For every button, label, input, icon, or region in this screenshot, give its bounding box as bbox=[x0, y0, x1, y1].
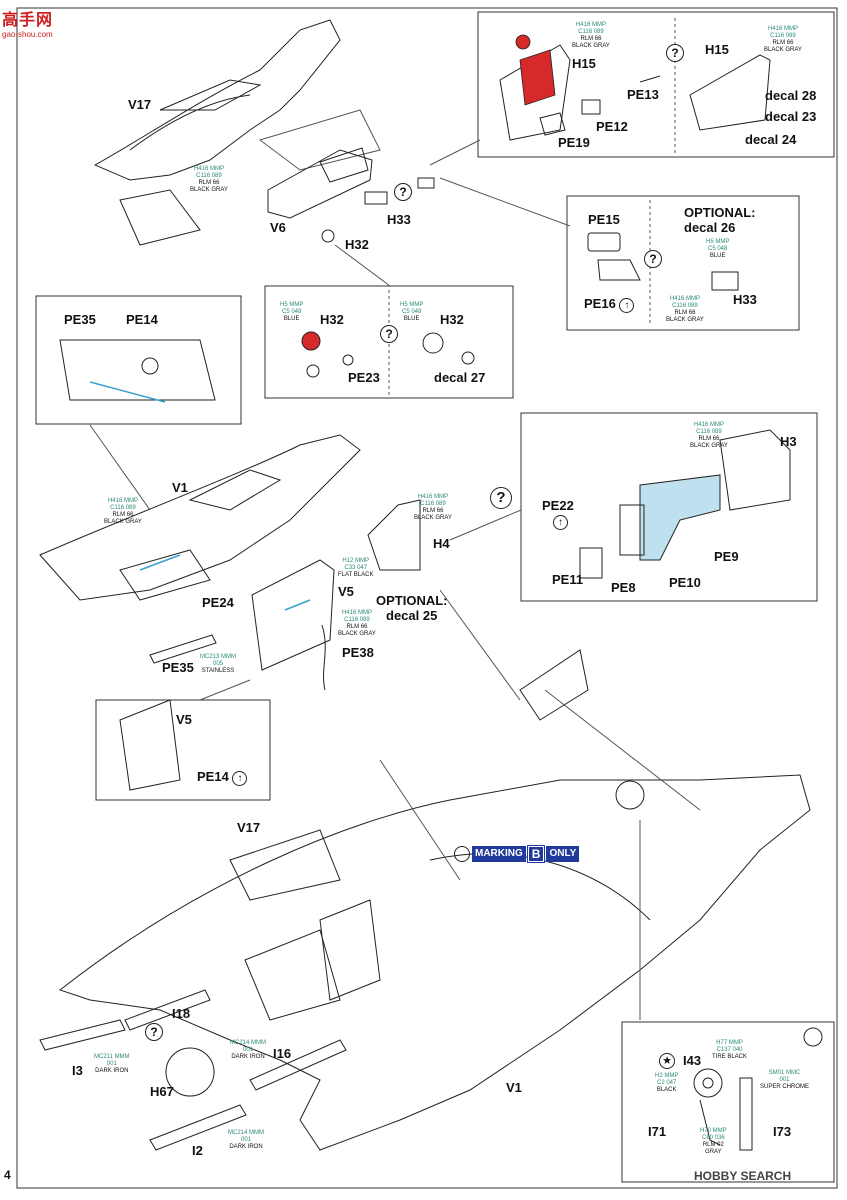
part-label-decal-24: decal 24 bbox=[745, 132, 797, 147]
part-label-v1: V1 bbox=[172, 480, 188, 495]
part-label-decal-23: decal 23 bbox=[765, 109, 817, 124]
site-logo-text: 高手网 bbox=[2, 12, 54, 29]
part-label-pe24: PE24 bbox=[202, 595, 234, 610]
paint-ref: MC214 MMM 001 DARK IRON bbox=[230, 1040, 267, 1060]
part-label-optional: OPTIONAL: bbox=[376, 593, 448, 608]
paint-ref: H70 MMP C60 036 RLM 02 GRAY bbox=[700, 1128, 727, 1155]
part-label-pe22: PE22 bbox=[542, 498, 574, 513]
part-label-pe8: PE8 bbox=[611, 580, 636, 595]
marking-prefix: MARKING bbox=[472, 846, 526, 862]
paint-ref: H416 MMP C116 089 RLM 66 BLACK GRAY bbox=[414, 494, 452, 521]
optional-step-icon: ? bbox=[490, 487, 512, 509]
site-logo: 高手网 gao-shou.com bbox=[2, 6, 94, 40]
part-label-h33: H33 bbox=[387, 212, 411, 227]
part-label-v5: V5 bbox=[176, 712, 192, 727]
part-label-v6: V6 bbox=[270, 220, 286, 235]
paint-ref: H416 MMP C116 089 RLM 66 BLACK GRAY bbox=[572, 22, 610, 49]
part-label-pe35: PE35 bbox=[64, 312, 96, 327]
part-label-v17: V17 bbox=[237, 820, 261, 835]
part-label-h33: H33 bbox=[733, 292, 757, 307]
marking-b-only-badge: MARKING B ONLY bbox=[454, 845, 580, 863]
marking-suffix: ONLY bbox=[546, 846, 580, 862]
part-label-pe35: PE35 bbox=[162, 660, 194, 675]
part-label-i71: I71 bbox=[648, 1124, 667, 1139]
part-label-v1: V1 bbox=[506, 1080, 522, 1095]
paint-ref: H416 MMP C116 089 RLM 66 BLACK GRAY bbox=[104, 498, 142, 525]
site-logo-url: gao-shou.com bbox=[2, 30, 53, 39]
part-label-pe11: PE11 bbox=[552, 572, 584, 587]
part-label-i73: I73 bbox=[773, 1124, 792, 1139]
part-label-h15: H15 bbox=[705, 42, 729, 57]
paint-ref: MC213 MMM 005 STAINLESS bbox=[200, 654, 237, 674]
bend-up-icon: ↑ bbox=[619, 298, 635, 313]
part-label-pe19: PE19 bbox=[558, 135, 590, 150]
part-label-pe38: PE38 bbox=[342, 645, 374, 660]
paint-ref: H416 MMP C116 089 RLM 66 BLACK GRAY bbox=[190, 166, 228, 193]
optional-step-icon: ? bbox=[394, 183, 412, 201]
part-label-decal-25: decal 25 bbox=[386, 608, 438, 623]
paint-ref: H5 MMP C5 048 BLUE bbox=[280, 302, 304, 322]
star-symbol-icon: ★ bbox=[659, 1053, 675, 1069]
part-label-i43: I43 bbox=[683, 1053, 702, 1068]
page-number: 4 bbox=[4, 1168, 11, 1182]
bend-up-icon: ↑ bbox=[232, 771, 248, 786]
paint-brush-icon bbox=[454, 846, 470, 862]
part-label-pe16: PE16 ↑ bbox=[584, 296, 635, 313]
instrument-panel-v6 bbox=[267, 149, 373, 219]
paint-ref: H416 MMP C116 089 RLM 66 BLACK GRAY bbox=[764, 26, 802, 53]
paint-ref: SM01 MMC 001 SUPER CHROME bbox=[760, 1070, 810, 1090]
pe14-text: PE14 bbox=[197, 769, 229, 784]
fuselage-lower bbox=[58, 774, 811, 1151]
part-label-i18: I18 bbox=[172, 1006, 191, 1021]
bend-up-icon: ↑ bbox=[553, 515, 568, 530]
part-label-h15: H15 bbox=[572, 56, 596, 71]
part-label-pe10: PE10 bbox=[669, 575, 701, 590]
paint-ref: H5 MMP C5 048 BLUE bbox=[400, 302, 424, 322]
part-label-i3: I3 bbox=[72, 1063, 83, 1078]
part-label-pe14: PE14 ↑ bbox=[197, 769, 248, 786]
part-label-pe14: PE14 bbox=[126, 312, 158, 327]
paint-ref: H416 MMP C116 089 RLM 66 BLACK GRAY bbox=[690, 422, 728, 449]
part-label-i2: I2 bbox=[192, 1143, 203, 1158]
part-label-optional: OPTIONAL: bbox=[684, 205, 756, 220]
part-label-i16: I16 bbox=[273, 1046, 292, 1061]
part-label-h67: H67 bbox=[150, 1084, 174, 1099]
paint-ref: H12 MMP C33 047 FLAT BLACK bbox=[338, 558, 374, 578]
optional-step-icon: ? bbox=[644, 250, 662, 268]
part-label-h32: H32 bbox=[345, 237, 369, 252]
paint-ref: H5 MMP C5 048 BLUE bbox=[706, 239, 730, 259]
paint-ref: H416 MMP C116 089 RLM 66 BLACK GRAY bbox=[666, 296, 704, 323]
part-label-h4: H4 bbox=[433, 536, 450, 551]
paint-ref: MC211 MMM 001 DARK IRON bbox=[94, 1054, 130, 1074]
part-label-pe12: PE12 bbox=[596, 119, 628, 134]
fuselage-v17-top bbox=[93, 19, 341, 181]
optional-step-icon: ? bbox=[666, 44, 684, 62]
watermark: HOBBY SEARCH bbox=[694, 1169, 792, 1183]
red-highlight-parts bbox=[515, 34, 556, 106]
part-label-h3: H3 bbox=[780, 434, 797, 449]
part-label-decal-27: decal 27 bbox=[434, 370, 486, 385]
part-label-pe13: PE13 bbox=[627, 87, 659, 102]
marking-letter: B bbox=[526, 845, 546, 863]
fuselage-v1-middle bbox=[39, 434, 361, 601]
pe16-text: PE16 bbox=[584, 296, 616, 311]
part-label-v17: V17 bbox=[128, 97, 152, 112]
part-label-h32: H32 bbox=[320, 312, 344, 327]
part-label-pe9: PE9 bbox=[714, 549, 739, 564]
part-label-decal-28: decal 28 bbox=[765, 88, 817, 103]
paint-ref: H77 MMP C137 040 TIRE BLACK bbox=[712, 1040, 748, 1060]
optional-step-icon: ? bbox=[145, 1023, 163, 1041]
part-label-pe15: PE15 bbox=[588, 212, 620, 227]
optional-step-icon: ? bbox=[380, 325, 398, 343]
part-label-pe23: PE23 bbox=[348, 370, 380, 385]
paint-ref: MC214 MMM 001 DARK IRON bbox=[228, 1130, 265, 1150]
part-label-h32: H32 bbox=[440, 312, 464, 327]
paint-ref: H416 MMP C116 089 RLM 66 BLACK GRAY bbox=[338, 610, 376, 637]
part-label-decal-26: decal 26 bbox=[684, 220, 736, 235]
part-label-v5: V5 bbox=[338, 584, 354, 599]
paint-ref: H2 MMP C2 047 BLACK bbox=[655, 1073, 679, 1093]
